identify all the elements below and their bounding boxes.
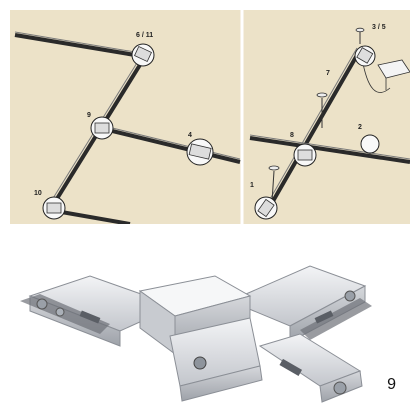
callout-label-1: 1 <box>250 182 254 189</box>
t-connector-photo <box>20 265 372 403</box>
connector-arm-left <box>20 275 177 347</box>
left-diagram <box>14 31 241 224</box>
callout-label-4: 4 <box>188 132 192 139</box>
installation-diagram <box>14 10 410 224</box>
center-screw <box>193 356 207 370</box>
callout-label-2: 2 <box>358 124 362 131</box>
callout-label-6-11: 6 / 11 <box>136 32 154 39</box>
right-diagram <box>249 27 410 220</box>
figure-number: 9 <box>387 376 396 393</box>
rail-diagonal-right <box>263 49 362 216</box>
rail-top-left <box>14 33 136 57</box>
screw-3-5 <box>355 27 365 44</box>
screw-7 <box>316 92 328 128</box>
screw-1 <box>268 165 280 203</box>
connector-arm-lower-right <box>258 333 363 403</box>
connector-arm-right <box>228 265 372 343</box>
callout-label-10: 10 <box>34 190 42 197</box>
rail-horizontal-right <box>249 136 410 164</box>
callout-label-9: 9 <box>87 112 91 119</box>
installation-diagram-panel: 6 / 11 9 4 10 3 / 5 7 8 2 1 <box>10 10 410 224</box>
rail-branch-left <box>99 126 241 164</box>
callout-circle-2 <box>360 134 380 154</box>
connector-arm-bottom <box>169 317 263 402</box>
ceiling-canopy <box>377 59 410 79</box>
callout-label-8: 8 <box>290 132 294 139</box>
callout-label-3-5: 3 / 5 <box>372 24 386 31</box>
callout-label-7: 7 <box>326 70 330 77</box>
